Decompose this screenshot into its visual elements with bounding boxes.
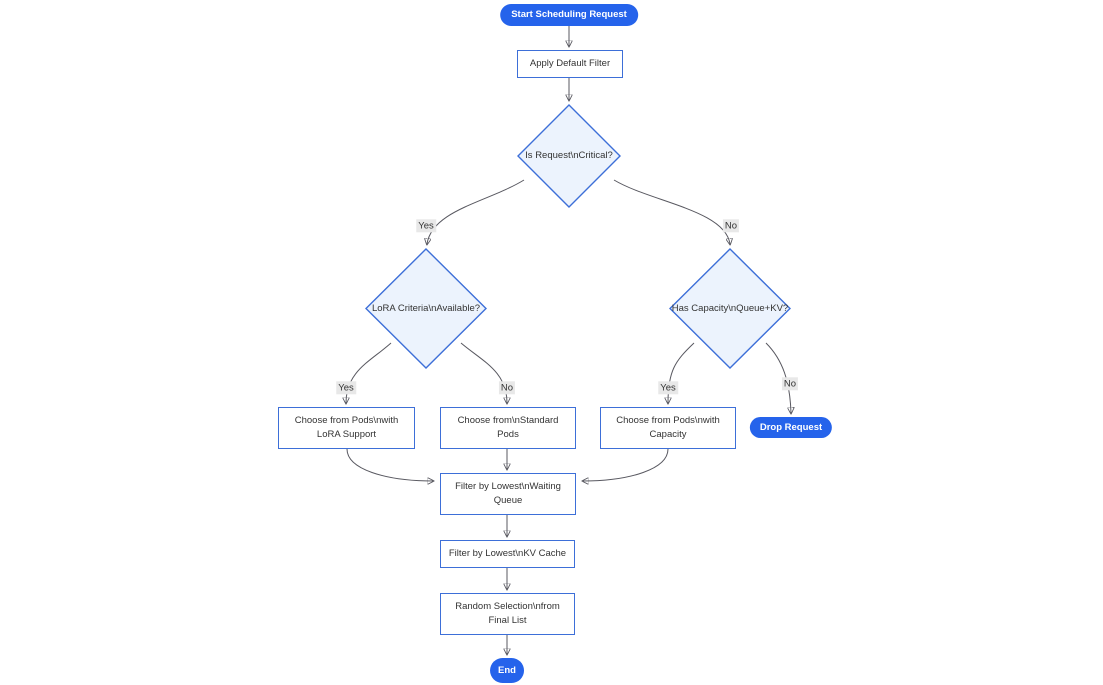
node-end-label: End xyxy=(498,664,516,676)
diamond-shape xyxy=(669,248,791,369)
node-choose-standard-pods: Choose from\nStandard Pods xyxy=(440,407,576,449)
node-choose-standard-pods-label: Choose from\nStandard Pods xyxy=(457,415,559,440)
node-filter-lowest-kv-cache: Filter by Lowest\nKV Cache xyxy=(440,540,575,568)
node-filter-lowest-waiting-queue: Filter by Lowest\nWaiting Queue xyxy=(440,473,576,515)
node-choose-pods-capacity-label: Choose from Pods\nwith Capacity xyxy=(616,415,720,440)
diamond-shape xyxy=(517,104,621,208)
node-random-selection-final-list-label: Random Selection\nfrom Final List xyxy=(455,601,560,626)
edge-capacity-no xyxy=(765,342,791,413)
node-apply-default-filter-label: Apply Default Filter xyxy=(529,58,611,70)
node-drop-request: Drop Request xyxy=(749,417,833,438)
edge-label-lora-yes: Yes xyxy=(336,381,356,395)
edge-label-capacity-yes: Yes xyxy=(658,381,678,395)
node-apply-default-filter: Apply Default Filter xyxy=(517,50,623,78)
edge-label-capacity-no: No xyxy=(781,377,799,391)
diamond-shape xyxy=(365,248,487,369)
node-end: End xyxy=(490,658,524,683)
edge-label-critical-no: No xyxy=(722,219,740,233)
edge-lora-to-filterqueue xyxy=(346,448,433,481)
node-start-label: Start Scheduling Request xyxy=(511,9,627,21)
decision-is-request-critical: Is Request\nCritical? xyxy=(517,104,621,208)
decision-has-capacity-queue-kv: Has Capacity\nQueue+KV? xyxy=(669,248,791,369)
decision-lora-criteria-available-label: LoRA Criteria\nAvailable? xyxy=(371,302,481,314)
node-filter-lowest-kv-cache-label: Filter by Lowest\nKV Cache xyxy=(448,548,567,560)
edge-capacity-yes xyxy=(668,342,695,403)
decision-is-request-critical-label: Is Request\nCritical? xyxy=(525,150,613,162)
edge-critical-yes xyxy=(427,179,525,244)
edge-capacity-to-filterqueue xyxy=(583,448,669,481)
decision-has-capacity-queue-kv-label: Has Capacity\nQueue+KV? xyxy=(671,302,789,314)
decision-lora-criteria-available: LoRA Criteria\nAvailable? xyxy=(365,248,487,369)
node-start: Start Scheduling Request xyxy=(500,4,638,26)
node-random-selection-final-list: Random Selection\nfrom Final List xyxy=(440,593,575,635)
node-choose-pods-lora-support-label: Choose from Pods\nwith LoRA Support xyxy=(294,415,399,440)
edge-critical-no xyxy=(613,179,730,244)
node-choose-pods-lora-support: Choose from Pods\nwith LoRA Support xyxy=(278,407,415,449)
node-drop-request-label: Drop Request xyxy=(759,421,823,433)
node-filter-lowest-waiting-queue-label: Filter by Lowest\nWaiting Queue xyxy=(455,481,561,506)
node-choose-pods-capacity: Choose from Pods\nwith Capacity xyxy=(600,407,736,449)
edge-label-critical-yes: Yes xyxy=(416,219,436,233)
edge-label-lora-no: No xyxy=(498,381,516,395)
